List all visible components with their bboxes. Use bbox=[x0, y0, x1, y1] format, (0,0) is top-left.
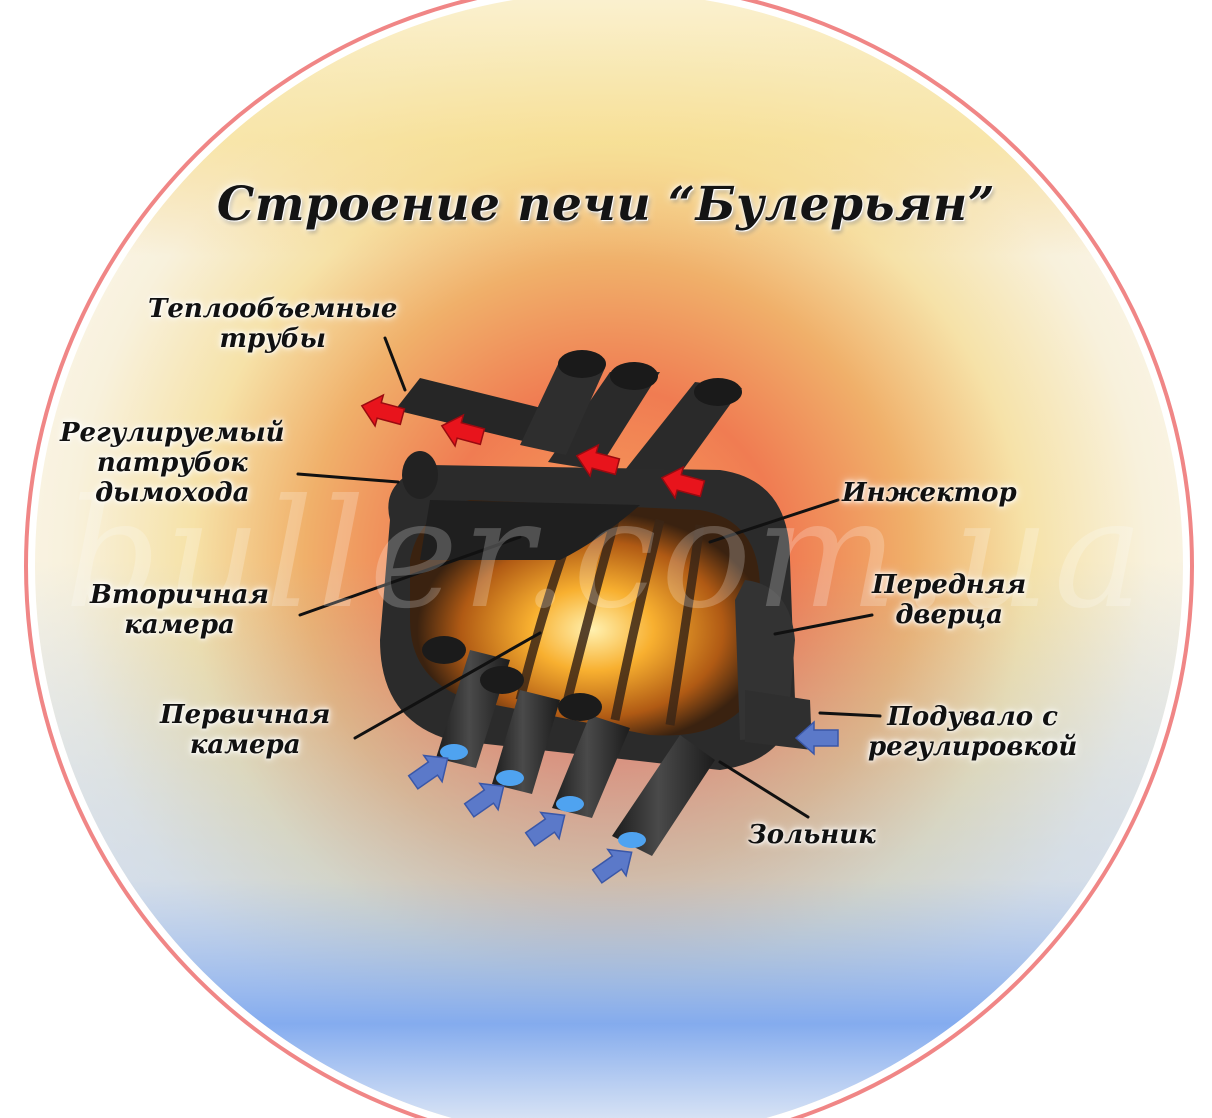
label-flue-pipe: Регулируемый патрубок дымохода bbox=[60, 418, 285, 508]
leader-ash-pit bbox=[718, 760, 810, 819]
diagram-title: Строение печи “Булерьян” bbox=[216, 177, 996, 232]
leader-blower bbox=[818, 711, 882, 718]
inlet-opening bbox=[556, 796, 584, 812]
hot-air-arrows bbox=[360, 393, 706, 500]
label-primary-chamber: Первичная камера bbox=[160, 700, 331, 760]
label-front-door: Передняя дверца bbox=[872, 570, 1027, 630]
leader-flue-pipe bbox=[296, 472, 400, 484]
cold-air-arrow-icon bbox=[407, 754, 449, 790]
inlet-opening bbox=[440, 744, 468, 760]
hot-air-arrow-icon bbox=[575, 443, 621, 478]
label-injector: Инжектор bbox=[842, 478, 1017, 508]
label-heat-pipes: Теплообъемные трубы bbox=[148, 294, 398, 354]
leader-injector bbox=[708, 498, 840, 544]
label-secondary-chamber: Вторичная камера bbox=[90, 580, 269, 640]
leader-lines bbox=[296, 336, 882, 819]
hot-air-arrow-icon bbox=[660, 465, 706, 500]
leader-secondary-chamber bbox=[298, 535, 522, 617]
inlet-pipes bbox=[422, 636, 715, 856]
cold-air-arrows bbox=[407, 720, 839, 884]
cold-air-arrow-icon bbox=[591, 848, 633, 884]
stove-illustration bbox=[380, 350, 812, 856]
label-ash-pit: Зольник bbox=[748, 820, 876, 850]
leader-heat-pipes bbox=[383, 336, 407, 392]
label-blower: Подувало с регулировкой bbox=[868, 702, 1078, 762]
leader-primary-chamber bbox=[353, 631, 542, 740]
inlet-opening bbox=[496, 770, 524, 786]
cold-air-arrow-icon bbox=[463, 782, 505, 818]
hot-air-arrow-icon bbox=[360, 393, 406, 428]
inlet-opening bbox=[618, 832, 646, 848]
hot-air-arrow-icon bbox=[440, 413, 486, 448]
secondary-plate bbox=[420, 500, 640, 560]
leader-front-door bbox=[773, 613, 874, 636]
heat-pipes-top bbox=[395, 350, 742, 485]
flue-stub bbox=[402, 451, 438, 499]
blower-pipe bbox=[745, 690, 812, 750]
cold-air-arrow-icon bbox=[794, 720, 839, 756]
cold-air-arrow-icon bbox=[524, 811, 566, 847]
outer-ring bbox=[24, 0, 1194, 1118]
